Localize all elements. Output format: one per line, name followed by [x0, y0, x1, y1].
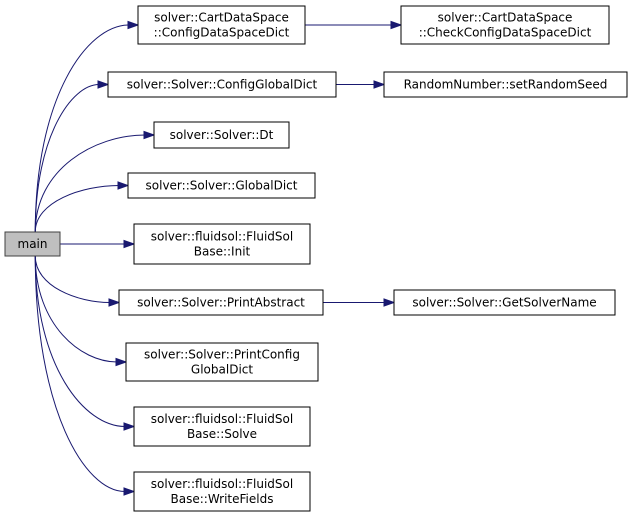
node-label-line: solver::Solver::PrintConfig: [144, 348, 300, 362]
node-solver-get-name[interactable]: solver::Solver::GetSolverName: [393, 289, 616, 316]
node-label-line: Base::Init: [194, 245, 251, 259]
edges-layer: [34, 20, 403, 496]
node-label-line: solver::Solver::ConfigGlobalDict: [127, 78, 318, 92]
node-box[interactable]: [4, 231, 61, 257]
node-label-line: solver::Solver::GetSolverName: [412, 296, 596, 310]
node-solver-global[interactable]: solver::Solver::GlobalDict: [127, 172, 316, 199]
edge-line: [34, 84, 100, 233]
node-box[interactable]: [107, 71, 337, 98]
edge-arrowhead: [97, 80, 110, 89]
edge-line: [34, 255, 126, 427]
edge-arrowhead: [117, 181, 130, 190]
node-main[interactable]: main: [4, 231, 61, 257]
node-cds-check[interactable]: solver::CartDataSpace::CheckConfigDataSp…: [400, 5, 610, 45]
edge-solver-config-global-to-random-seed: [335, 80, 386, 89]
node-label-line: solver::fluidsol::FluidSol: [151, 477, 293, 491]
node-label-line: ::CheckConfigDataSpaceDict: [419, 26, 592, 40]
edge-arrowhead: [390, 20, 403, 30]
edge-main-to-solver-print-abstract: [34, 255, 121, 307]
node-label-line: ::ConfigDataSpaceDict: [154, 26, 290, 40]
edge-main-to-solver-print-config: [34, 255, 128, 367]
node-random-seed[interactable]: RandomNumber::setRandomSeed: [383, 71, 628, 98]
node-box[interactable]: [133, 406, 311, 447]
node-label-line: solver::CartDataSpace: [154, 11, 289, 25]
edge-arrowhead: [143, 130, 156, 140]
node-solver-config-global[interactable]: solver::Solver::ConfigGlobalDict: [107, 71, 337, 98]
node-label-line: solver::fluidsol::FluidSol: [151, 230, 293, 244]
edge-arrowhead: [123, 487, 136, 496]
edge-main-to-solver-global: [34, 181, 130, 233]
node-box[interactable]: [133, 471, 311, 512]
edge-line: [34, 255, 126, 492]
node-box[interactable]: [137, 5, 306, 45]
node-label-line: Base::WriteFields: [171, 492, 274, 506]
edge-arrowhead: [373, 80, 386, 89]
edge-arrowhead: [115, 357, 128, 367]
edge-main-to-fluid-init: [60, 239, 136, 249]
edge-main-to-solver-config-global: [34, 80, 110, 233]
edge-line: [34, 185, 120, 233]
node-box[interactable]: [133, 223, 311, 265]
edge-line: [34, 134, 146, 233]
node-label-line: RandomNumber::setRandomSeed: [404, 78, 608, 92]
node-label-line: solver::fluidsol::FluidSol: [151, 412, 293, 426]
node-label-line: solver::Solver::GlobalDict: [146, 179, 298, 193]
edge-arrowhead: [383, 298, 396, 307]
node-box[interactable]: [153, 121, 290, 149]
node-box[interactable]: [125, 342, 319, 382]
edge-arrowhead: [123, 422, 136, 431]
node-box[interactable]: [393, 289, 616, 316]
edge-line: [34, 24, 130, 233]
edge-arrowhead: [108, 298, 121, 307]
edge-main-to-solver-dt: [34, 130, 156, 233]
node-label-line: solver::CartDataSpace: [438, 11, 573, 25]
node-solver-print-abstract[interactable]: solver::Solver::PrintAbstract: [118, 289, 324, 316]
node-label-line: Base::Solve: [187, 427, 257, 441]
node-label-line: GlobalDict: [191, 363, 253, 377]
edge-main-to-fluid-write: [34, 255, 136, 496]
node-solver-dt[interactable]: solver::Solver::Dt: [153, 121, 290, 149]
node-cds-config[interactable]: solver::CartDataSpace::ConfigDataSpaceDi…: [137, 5, 306, 45]
node-box[interactable]: [118, 289, 324, 316]
edge-line: [34, 255, 111, 303]
edge-arrowhead: [127, 20, 140, 30]
edge-line: [34, 255, 118, 363]
node-fluid-write[interactable]: solver::fluidsol::FluidSolBase::WriteFie…: [133, 471, 311, 512]
nodes-layer: main solver::CartDataSpace::ConfigDataSpa…: [4, 5, 628, 512]
edge-main-to-fluid-solve: [34, 255, 136, 431]
node-box[interactable]: [400, 5, 610, 45]
edge-main-to-cds-config: [34, 20, 140, 233]
edge-arrowhead: [123, 239, 136, 249]
node-label-line: solver::Solver::Dt: [170, 128, 274, 142]
edge-solver-print-abstract-to-solver-get-name: [323, 298, 396, 307]
node-box[interactable]: [127, 172, 316, 199]
edge-cds-config-to-cds-check: [305, 20, 403, 30]
node-box[interactable]: [383, 71, 628, 98]
node-label-line: solver::Solver::PrintAbstract: [137, 296, 305, 310]
node-label-line: main: [18, 237, 48, 251]
